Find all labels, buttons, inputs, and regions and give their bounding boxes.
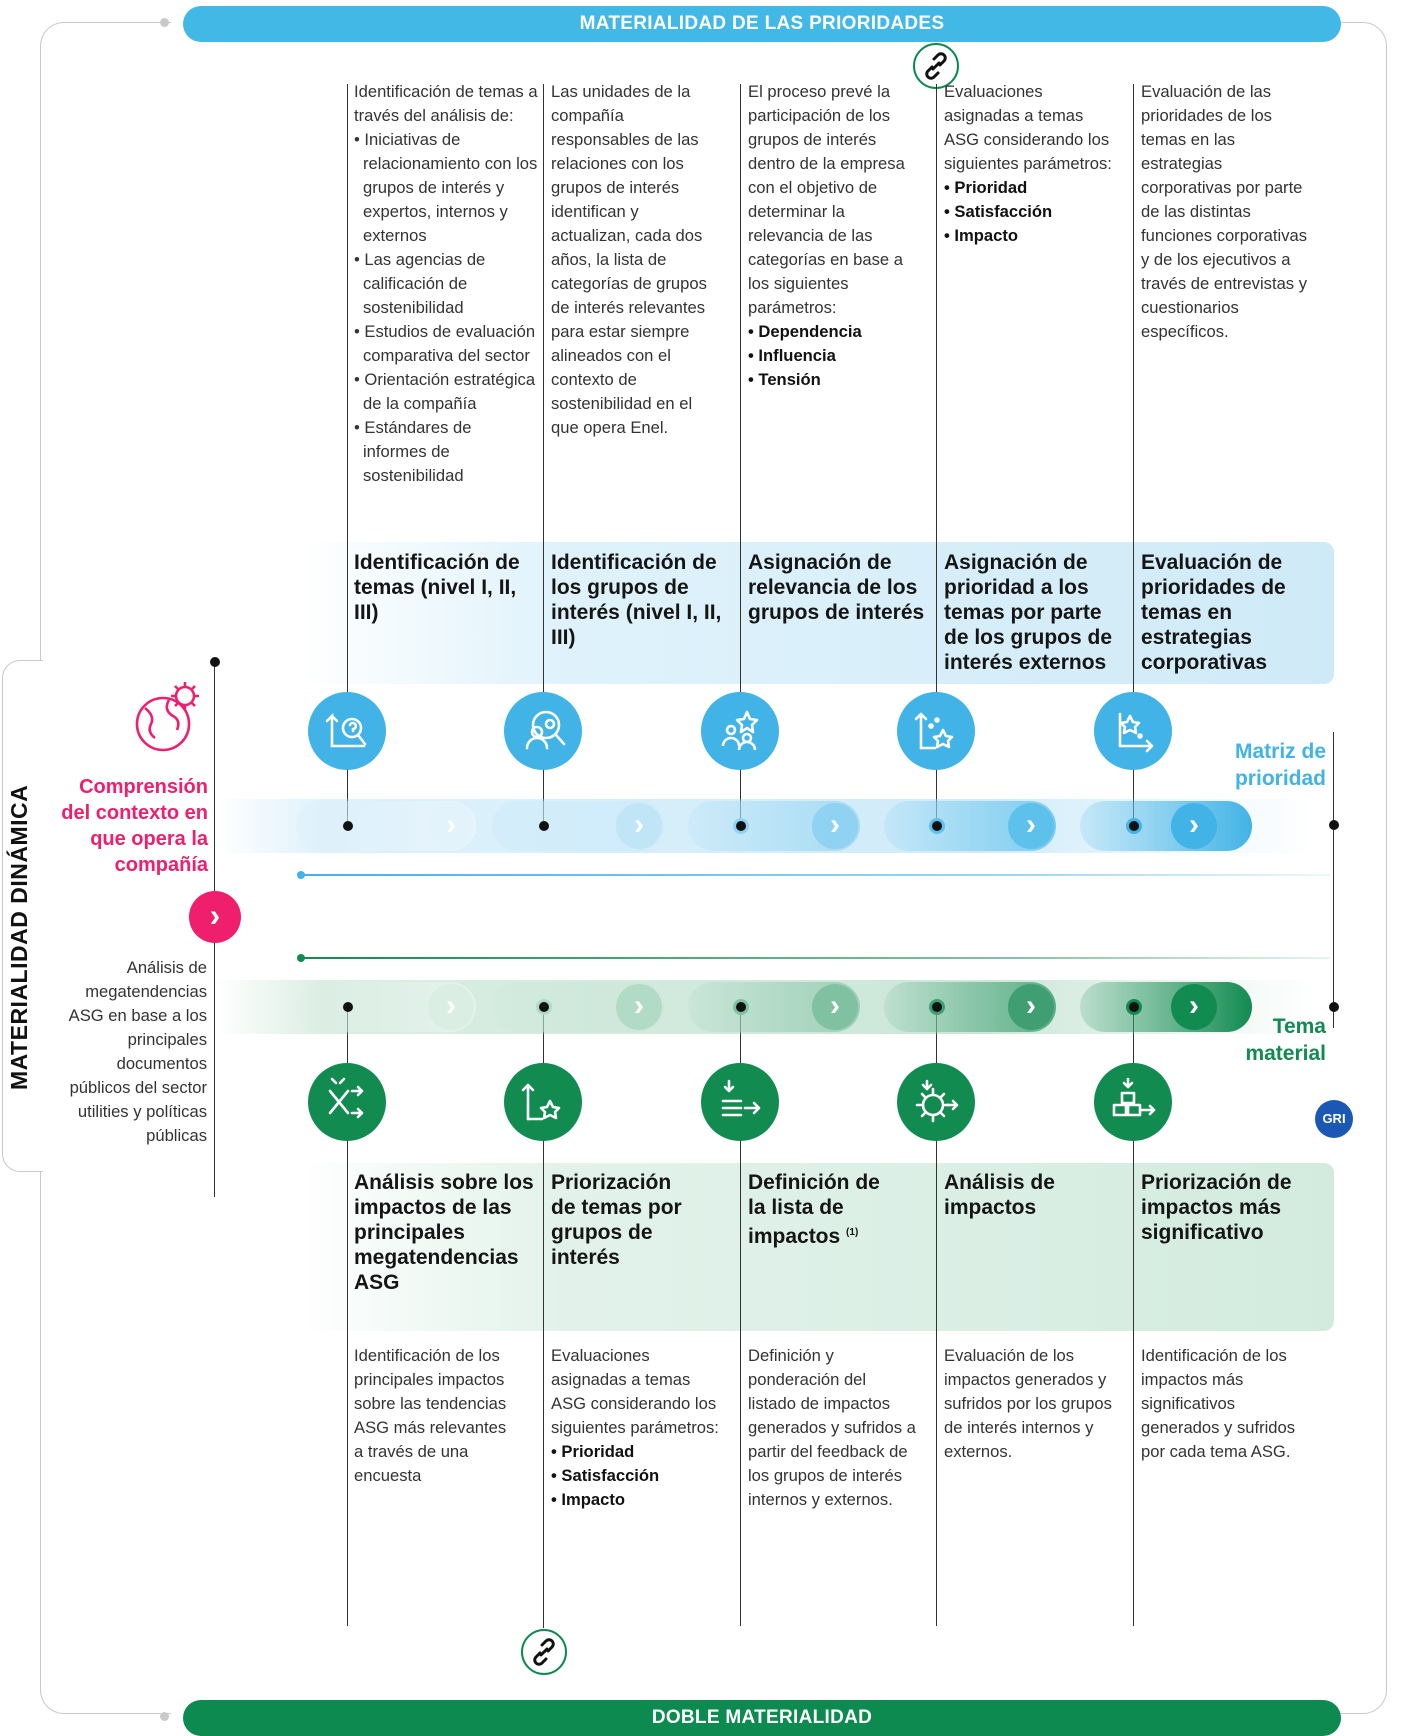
- stage-title: Priorización de impactos más significati…: [1141, 1171, 1292, 1244]
- bottom-stage-band: [300, 1163, 1334, 1331]
- people-search-icon[interactable]: [504, 692, 582, 770]
- left-bracket: [2, 660, 43, 1172]
- link-icon[interactable]: [521, 1629, 567, 1675]
- stage-description: Las unidades de la compañía responsables…: [551, 82, 707, 437]
- list-arrow-icon[interactable]: [701, 1063, 779, 1141]
- column-line: [936, 84, 938, 826]
- gri-badge[interactable]: GRI: [1315, 1100, 1353, 1138]
- link-icon[interactable]: [913, 43, 959, 89]
- chevron-right-icon: ›: [1171, 984, 1217, 1030]
- column-line: [543, 1008, 545, 1628]
- stage-title: Priorización de temas por grupos de inte…: [551, 1171, 682, 1269]
- vertical-label: MATERIALIDAD DINÁMICA: [6, 784, 32, 1090]
- stage-description: Identificación de temas a través del aná…: [354, 82, 538, 485]
- tema-label: Tema material: [1245, 1015, 1326, 1065]
- stage-description: Evaluación de los impactos generados y s…: [944, 1346, 1112, 1461]
- stage-dot: [932, 1002, 942, 1012]
- stage-title: Asignación de prioridad a los temas por …: [944, 551, 1113, 674]
- priority-chart-icon[interactable]: [897, 692, 975, 770]
- stage-title: Definición de la lista de impactos (1): [748, 1171, 880, 1248]
- stage-description: Evaluaciones asignadas a temas ASG consi…: [551, 1346, 719, 1509]
- stage-title: Identificación de temas (nivel I, II, II…: [354, 551, 520, 624]
- stage-dot: [1129, 821, 1139, 831]
- priority-chart-icon[interactable]: [504, 1063, 582, 1141]
- column-line: [347, 84, 349, 826]
- banner-top: MATERIALIDAD DE LAS PRIORIDADES: [183, 6, 1341, 42]
- stage-dot: [539, 1002, 549, 1012]
- stage-description: Evaluaciones asignadas a temas ASG consi…: [944, 82, 1112, 245]
- line-end-dot: [297, 954, 305, 962]
- stage-dot: [343, 821, 353, 831]
- matriz-label: Matriz de prioridad: [1234, 740, 1326, 790]
- stage-description: Identificación de los principales impact…: [354, 1346, 507, 1485]
- chevron-right-icon: ›: [1171, 803, 1217, 849]
- line-end-dot: [297, 871, 305, 879]
- column-line: [1133, 84, 1135, 826]
- column-line: [740, 1008, 742, 1626]
- column-line: [936, 1008, 938, 1626]
- outer-frame-right: [1330, 22, 1387, 1714]
- stage-title: Identificación de los grupos de interés …: [551, 551, 722, 649]
- right-vertical-line: [1333, 732, 1335, 1028]
- stage-description: Evaluación de las prioridades de los tem…: [1141, 82, 1308, 341]
- flow-pill: [1080, 801, 1252, 851]
- stage-title: Análisis de impactos: [944, 1171, 1055, 1219]
- column-line: [740, 84, 742, 826]
- stage-dot: [736, 1002, 746, 1012]
- stage-dot: [1129, 1002, 1139, 1012]
- chevron-right-icon: ›: [616, 984, 662, 1030]
- gear-arrow-icon[interactable]: [897, 1063, 975, 1141]
- column-line: [543, 84, 545, 826]
- chevron-right-icon: ›: [616, 803, 662, 849]
- stage-dot: [343, 1002, 353, 1012]
- search-topic-icon[interactable]: [308, 692, 386, 770]
- stage-title: Asignación de relevancia de los grupos d…: [748, 551, 925, 624]
- stage-dot: [539, 821, 549, 831]
- line-end-dot: [1329, 820, 1339, 830]
- frame-dot-top: [160, 18, 169, 27]
- stars-people-icon[interactable]: [701, 692, 779, 770]
- globe-gear-icon: [127, 672, 211, 756]
- green-connector-line: [300, 957, 1330, 959]
- stage-dot: [736, 821, 746, 831]
- stage-title: Evaluación de prioridades de temas en es…: [1141, 551, 1286, 674]
- stage-description: El proceso prevé la participación de los…: [748, 82, 905, 389]
- stage-dot: [932, 821, 942, 831]
- column-line: [347, 1008, 349, 1626]
- chevron-right-icon: ›: [428, 803, 474, 849]
- footnote-marker: (1): [846, 1227, 859, 1238]
- flow-pill: [1080, 982, 1252, 1032]
- chevron-right-icon: ›: [1008, 803, 1054, 849]
- line-end-dot: [210, 657, 220, 667]
- stage-title: Análisis sobre los impactos de las princ…: [354, 1171, 534, 1294]
- chevron-right-icon: ›: [812, 984, 858, 1030]
- shuffle-arrows-icon[interactable]: [308, 1063, 386, 1141]
- chevron-right-icon: ›: [428, 984, 474, 1030]
- column-line: [1133, 1008, 1135, 1626]
- top-stage-band: [300, 542, 1334, 684]
- stage-description: Definición y ponderación del listado de …: [748, 1346, 916, 1509]
- context-description: Análisis de megatendencias ASG en base a…: [68, 958, 207, 1145]
- context-title: Comprensión del contexto en que opera la…: [61, 776, 208, 876]
- frame-dot-bottom: [160, 1712, 169, 1721]
- chevron-right-icon: ›: [1008, 984, 1054, 1030]
- blue-connector-line: [300, 874, 1330, 876]
- banner-bottom: DOBLE MATERIALIDAD: [183, 1700, 1341, 1736]
- priority-star-icon[interactable]: [1094, 692, 1172, 770]
- line-end-dot: [1329, 1002, 1339, 1012]
- chevron-right-icon: ›: [812, 803, 858, 849]
- stage-description: Identificación de los impactos más signi…: [1141, 1346, 1296, 1461]
- blocks-arrow-icon[interactable]: [1094, 1063, 1172, 1141]
- chevron-right-icon[interactable]: ›: [189, 891, 241, 943]
